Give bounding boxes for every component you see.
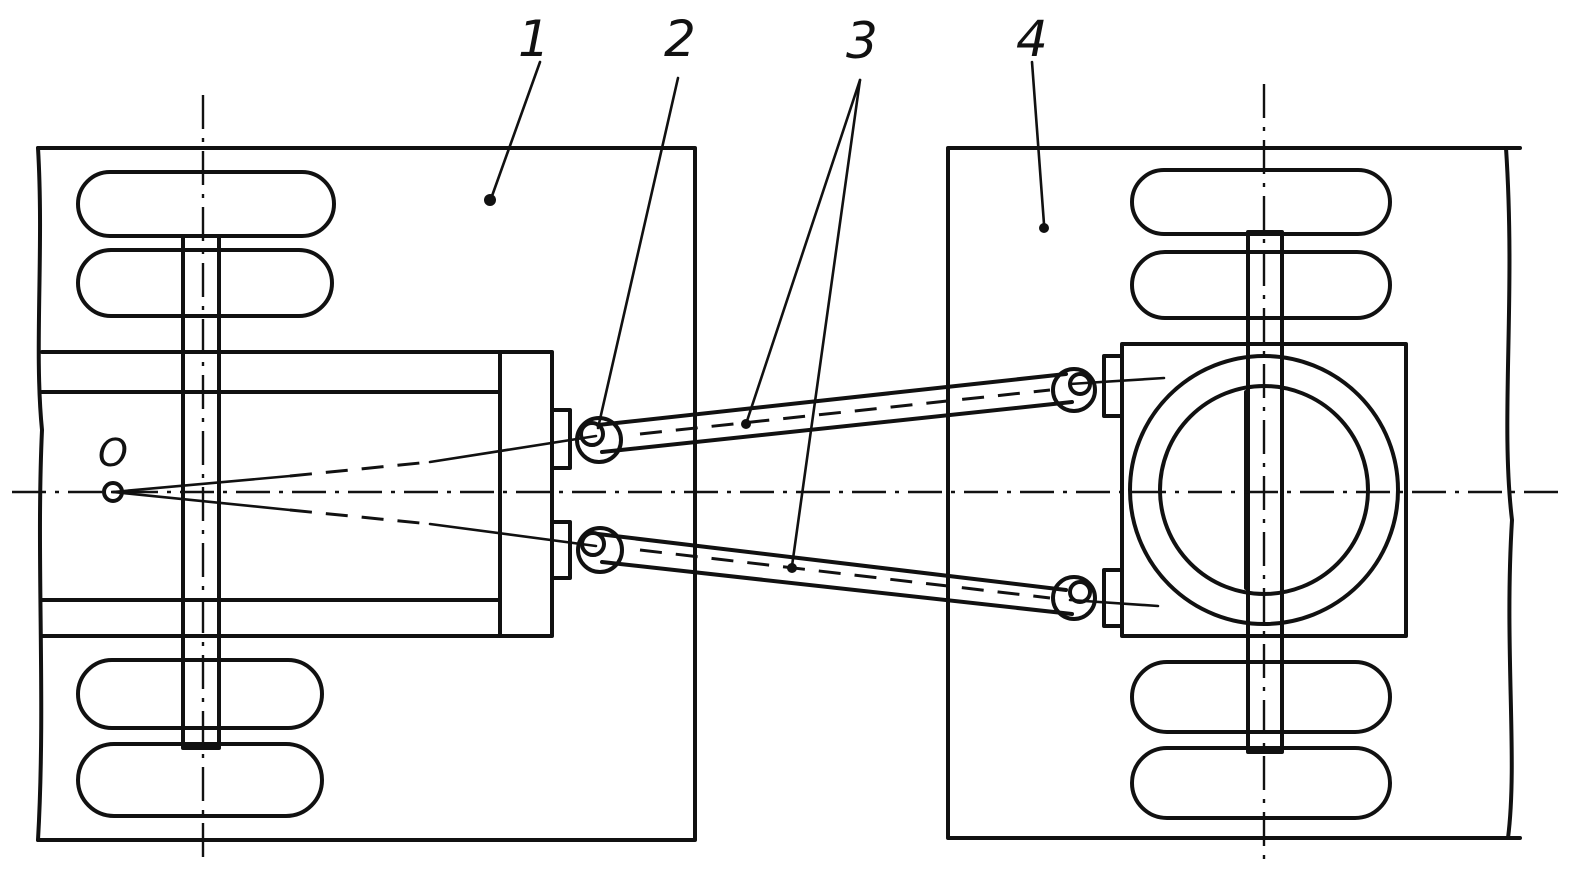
ball-joint-tractor-upper-core <box>579 421 605 447</box>
trailer-wheel-bottom-inner <box>1130 660 1392 734</box>
turntable-plate <box>1120 342 1408 638</box>
leader-4-dot <box>1039 223 1049 233</box>
ball-joint-trailer-lower-core <box>1068 580 1092 604</box>
drawbar-upper-edge-a <box>596 372 1068 427</box>
label-pivot: O <box>98 431 128 475</box>
drawbar-upper-edge-b <box>600 400 1074 454</box>
ball-joints <box>575 367 1097 621</box>
leader-2 <box>596 76 680 430</box>
trailer-frame-outline <box>946 146 1522 840</box>
ball-joint-trailer-upper <box>1051 367 1097 413</box>
convergence-line-lower-dashed <box>289 508 431 526</box>
tractor-unit <box>36 95 697 860</box>
ball-joint-trailer-upper-core <box>1068 372 1092 396</box>
label-drawbars: 3 <box>846 12 878 70</box>
trailer-wheel-top-inner <box>1130 250 1392 320</box>
leader-3-upper-dot <box>741 419 751 429</box>
leader-1-dot <box>484 194 496 206</box>
leader-lines <box>484 60 1049 573</box>
drawbar-lower-edge-b <box>600 560 1074 616</box>
convergence-line-lower-cont <box>428 522 598 548</box>
drawbar-lower-axis-dashed <box>639 548 1051 600</box>
ball-joint-trailer-lower <box>1051 575 1097 621</box>
wheel-top-outer <box>76 170 336 238</box>
pivot-point-o <box>102 481 124 503</box>
leader-1 <box>490 60 542 198</box>
ball-joint-tractor-lower <box>576 526 624 574</box>
label-trailer: 4 <box>1016 10 1048 68</box>
trailer-wheel-top-outer <box>1130 168 1392 236</box>
trailer-bracket-upper <box>1102 354 1124 418</box>
drawbar-upper-axis-ext <box>1068 376 1166 386</box>
tractor-chassis <box>40 350 554 638</box>
drawbar-upper-axis-dashed <box>639 388 1051 436</box>
trailer-wheel-bottom-outer <box>1130 746 1392 820</box>
tractor-frame-outline <box>36 146 697 842</box>
convergence-line-upper-dashed <box>289 460 431 478</box>
leader-3-lower <box>790 78 862 568</box>
convergence-line-upper-cont <box>428 434 598 464</box>
hitch-bracket-upper <box>550 408 572 470</box>
leader-3-lower-dot <box>787 563 797 573</box>
convergence-line-lower <box>111 490 292 512</box>
trailer-frame-right-edge <box>1504 146 1514 840</box>
label-hitch: 2 <box>664 10 696 68</box>
leader-4 <box>1030 60 1046 226</box>
wheel-bottom-inner <box>76 658 324 730</box>
drawbar-upper <box>596 372 1166 454</box>
wheel-bottom-outer <box>76 742 324 818</box>
trailer-bracket-lower <box>1102 568 1124 628</box>
hitch-bracket-lower <box>550 520 572 580</box>
drawbar-lower-edge-a <box>596 532 1068 592</box>
turntable-outer-ring <box>1128 354 1400 626</box>
convergence-lines <box>102 434 598 548</box>
wheel-top-inner <box>76 248 334 318</box>
leader-3-upper <box>744 78 862 426</box>
trailer-unit <box>946 84 1522 868</box>
tractor-frame-left-edge <box>36 146 44 842</box>
convergence-line-upper <box>111 474 292 494</box>
ball-joint-tractor-lower-core <box>580 531 606 557</box>
label-tractor: 1 <box>518 10 550 68</box>
